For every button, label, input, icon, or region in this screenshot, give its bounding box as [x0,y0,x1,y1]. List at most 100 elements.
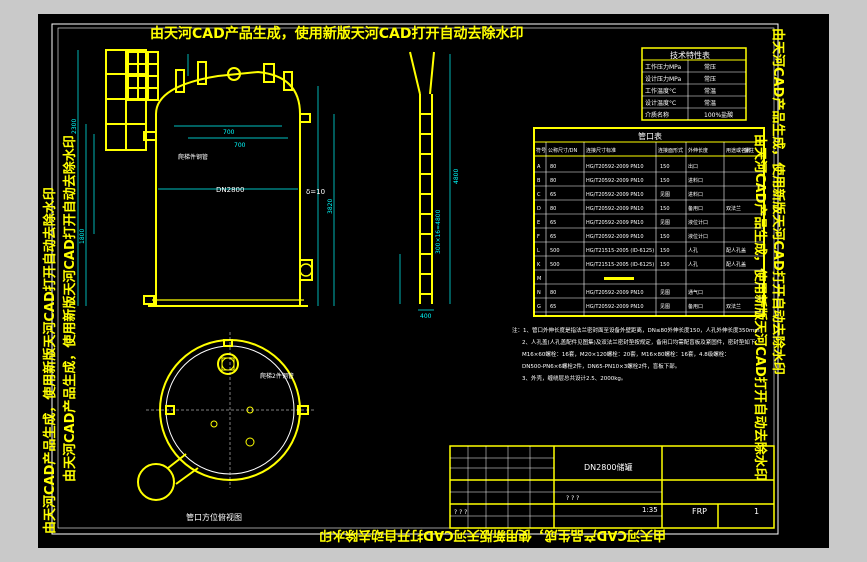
nozzle-cell: B [537,178,541,184]
nozzle-header-cell: 公称尺寸/DN [548,147,578,154]
nozzle-cell: 见图 [660,220,670,226]
nozzle-cell: HG/T21515-2005 (ID-6125) [586,248,654,254]
side-ladder [105,49,159,151]
nozzle-cell: HG/T20592-2009 PN10 [586,192,644,198]
nozzle-cell: 液位计口 [688,219,708,226]
nozzle-cell: G [537,304,541,310]
watermark-left-outer: 由天河CAD产品生成，使用新版天河CAD打开自动去除水印 [42,187,58,534]
dim-dn2800: DN2800 [216,186,244,194]
drawing-svg: 由天河CAD产品生成，使用新版天河CAD打开自动去除水印 由天河CAD产品生成，… [42,23,786,543]
nozzle-header-cell: 外伸长度 [688,147,708,154]
dim-700-b: 700 [234,142,246,149]
nozzle-cell: 65 [550,304,556,310]
note-line: 3、外壳，缠绕层总共设计2.5、2000kg。 [522,374,626,382]
nozzle-cell: 人孔 [688,261,698,268]
notes-block: 注：1、管口外伸长度是指法兰密封面至设备外壁距离，DN≤80外伸长度150，人孔… [512,326,761,382]
nozzle-cell: 配人孔盖 [726,247,746,254]
nozzle-cell: L [537,248,540,254]
drawing-name: DN2800储罐 [584,462,633,472]
nozzle-cell: HG/T20592-2009 PN10 [586,220,644,226]
nozzle-table-title: 管口表 [638,131,662,141]
ladder-rungs: 300×16=4800 [435,209,442,254]
ladder-height: 4800 [453,169,460,184]
drawing-sheet: 1 [754,507,759,516]
nozzle-cell: 配人孔盖 [726,261,746,268]
nozzle-cell: 见图 [660,304,670,310]
tech-row-value: 常温 [704,87,716,95]
dim-thickness: δ=10 [306,188,325,196]
nozzle-cell: 通气口 [688,289,703,296]
nozzle-cell: M [537,276,541,282]
nozzle-cell: HG/T20592-2009 PN10 [586,206,644,212]
nozzle-cell: F [537,234,540,240]
nozzle-cell: N [537,290,541,296]
nozzle-cell: HG/T20592-2009 PN10 [586,234,644,240]
nozzle-cell: K [537,262,541,268]
nozzle-cell: HG/T21515-2005 (ID-6125) [586,262,654,268]
nozzle-cell: HG/T20592-2009 PN10 [586,290,644,296]
nozzle-cell: D [537,206,541,212]
nozzle-cell: E [537,220,540,226]
nozzle-cell: 150 [660,178,670,184]
nozzle-cell: 液位计口 [688,233,708,240]
note-line: M16×60螺栓：16套，M20×120螺栓：20套，M16×80螺栓：16套，… [522,350,730,358]
nozzle-cell: 150 [660,248,670,254]
vertical-ladder [409,51,435,304]
tech-row-label: 工作温度°C [645,87,676,95]
plan-view [137,339,309,501]
nozzle-cell: 80 [550,206,556,212]
nozzle-cell: HG/T20592-2009 PN10 [586,304,644,310]
dim-3820: 3820 [327,199,334,214]
note-line: 2、人孔盖(人孔盖配件见图集)及双法兰密封垫按规定，备用口均需配盲板及紧固件，密… [522,338,761,346]
nozzle-cell: 进料口 [688,191,703,198]
drawing-material: FRP [692,507,707,516]
note-line: DN500-PN6×6螺栓2件，DN65-PN10×3螺栓2件，盲板下部。 [522,362,680,370]
tech-row-value: 100%盐酸 [704,111,733,119]
nozzle-cell: 双法兰 [726,303,741,310]
elev-note: 爬梯件钢管 [178,153,208,161]
inner-border [57,27,775,529]
cad-drawing-canvas[interactable]: 由天河CAD产品生成，使用新版天河CAD打开自动去除水印 由天河CAD产品生成，… [38,14,829,548]
watermark-left-inner: 由天河CAD产品生成，使用新版天河CAD打开自动去除水印 [62,135,78,482]
nozzle-header-cell: 符号 [536,147,546,154]
nozzle-cell: 65 [550,220,556,226]
nozzle-cell: 150 [660,234,670,240]
nozzle-cell: 80 [550,290,556,296]
title-placeholder-2: ? ? ? [454,509,467,516]
tech-row-label: 设计压力MPa [645,75,682,83]
sheet-border [51,23,779,535]
ladder-width: 400 [420,313,432,320]
plan-ladder-note: 爬梯2件钢管 [260,372,294,380]
elevation-dimensions [77,50,335,306]
tech-spec-table: 技术特性表 [641,47,747,121]
note-line: 注：1、管口外伸长度是指法兰密封面至设备外壁距离，DN≤80外伸长度150，人孔… [512,326,760,334]
title-block [449,445,775,529]
nozzle-cell: 150 [660,164,670,170]
nozzle-cell: 150 [660,206,670,212]
nozzle-cell: 80 [550,178,556,184]
title-placeholder-1: ? ? ? [566,495,579,502]
tech-row-label: 工作压力MPa [645,63,682,71]
tech-row-value: 常温 [704,99,716,107]
nozzle-cell: 备用口 [688,303,703,310]
nozzle-cell: HG/T20592-2009 PN10 [586,164,644,170]
nozzle-cell: 500 [550,262,560,268]
nozzle-cell: 80 [550,164,556,170]
tech-row-label: 设计温度°C [645,99,676,107]
watermark-right-outer: 由天河CAD产品生成，使用新版天河CAD打开自动去除水印 [770,28,786,375]
nozzle-cell: A [537,164,541,170]
tank-shell [155,70,301,307]
nozzle-cell: 见图 [660,290,670,296]
nozzle-cell: 500 [550,248,560,254]
tank-elevation [143,61,313,307]
watermark-top: 由天河CAD产品生成，使用新版天河CAD打开自动去除水印 [150,25,523,42]
nozzle-cell: C [537,192,541,198]
nozzle-table: 管口表 [533,127,765,317]
nozzle-header-cell: 连接面形式 [658,147,683,154]
nozzle-cell: 出口 [688,163,698,170]
nozzle-header-cell: 备注 [744,147,754,154]
